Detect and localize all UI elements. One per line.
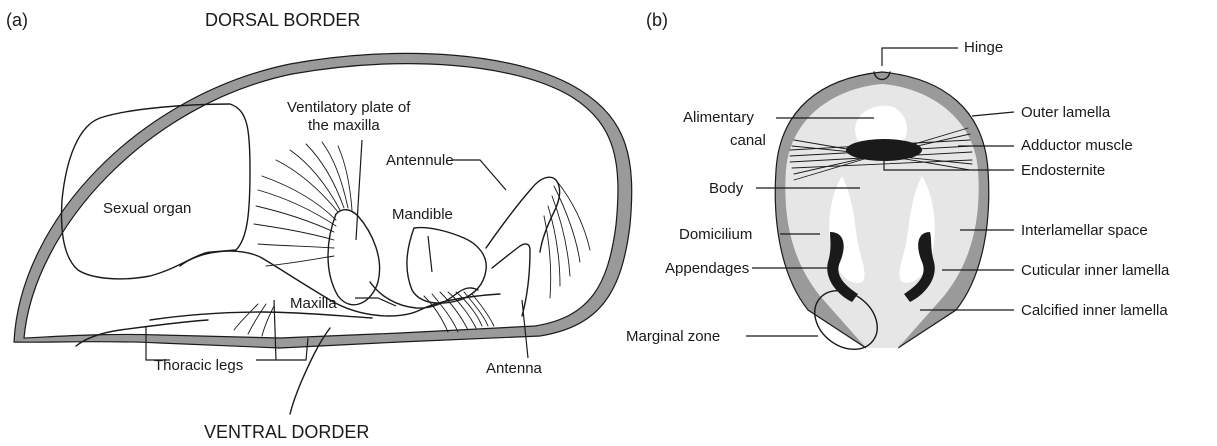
label-adductor-muscle: Adductor muscle bbox=[1021, 137, 1133, 154]
label-hinge: Hinge bbox=[964, 39, 1003, 56]
label-alimentary-canal-2: canal bbox=[730, 132, 766, 149]
panel-b: (b) bbox=[626, 10, 1170, 361]
dorsal-border-heading: DORSAL BORDER bbox=[205, 10, 360, 30]
label-calcified-inner-lamella: Calcified inner lamella bbox=[1021, 302, 1168, 319]
label-cuticular-inner-lamella: Cuticular inner lamella bbox=[1021, 262, 1170, 279]
label-ventilatory-plate-2: the maxilla bbox=[308, 117, 380, 134]
label-marginal-zone: Marginal zone bbox=[626, 328, 720, 345]
label-alimentary-canal-1: Alimentary bbox=[683, 109, 754, 126]
leader-outer-lamella bbox=[972, 112, 1014, 116]
label-sexual-organ: Sexual organ bbox=[103, 200, 191, 217]
panel-b-tag: (b) bbox=[646, 10, 668, 30]
endosternite bbox=[846, 139, 922, 161]
label-antenna: Antenna bbox=[486, 360, 543, 377]
ventral-border-heading: VENTRAL DORDER bbox=[204, 422, 369, 442]
label-ventilatory-plate-1: Ventilatory plate of bbox=[287, 99, 411, 116]
label-thoracic-legs: Thoracic legs bbox=[154, 357, 243, 374]
panel-a: (a) DORSAL BORDER VENTRAL DORDER bbox=[6, 10, 632, 442]
panel-a-tag: (a) bbox=[6, 10, 28, 30]
label-antennule: Antennule bbox=[386, 152, 454, 169]
label-domicilium: Domicilium bbox=[679, 226, 752, 243]
label-mandible: Mandible bbox=[392, 206, 453, 223]
label-body: Body bbox=[709, 180, 744, 197]
leader-hinge bbox=[882, 48, 958, 66]
label-appendages: Appendages bbox=[665, 260, 749, 277]
label-maxilla: Maxilla bbox=[290, 295, 337, 312]
label-endosternite: Endosternite bbox=[1021, 162, 1105, 179]
label-outer-lamella: Outer lamella bbox=[1021, 104, 1111, 121]
label-interlamellar-space: Interlamellar space bbox=[1021, 222, 1148, 239]
